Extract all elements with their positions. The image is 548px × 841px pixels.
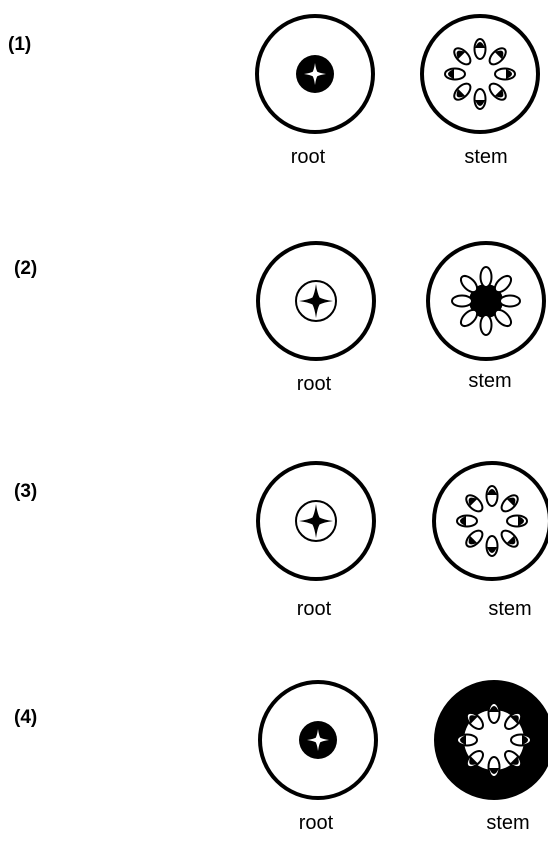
- stem-dark-center: [469, 284, 503, 318]
- stem-outer-boundary: [432, 461, 548, 581]
- root-xylem-star: [307, 729, 329, 751]
- bundle-outline: [479, 314, 493, 336]
- vascular-bundle: [488, 82, 507, 101]
- vascular-bundle: [510, 733, 532, 747]
- option-4-stem-label: stem: [486, 812, 530, 834]
- bundle-phloem: [510, 756, 519, 765]
- bundle-outline: [499, 294, 521, 308]
- bundle-phloem: [469, 715, 478, 724]
- option-2-root-section: [256, 241, 376, 361]
- bundle-phloem: [510, 715, 519, 724]
- option-2-root-label: root: [296, 373, 332, 395]
- bundle-phloem: [506, 535, 516, 545]
- vascular-bundle: [494, 67, 516, 81]
- bundle-phloem: [475, 42, 485, 48]
- vascular-bundle: [465, 494, 484, 513]
- bundle-phloem: [456, 50, 466, 60]
- option-4-root-label: root: [298, 812, 334, 834]
- option-2-number: (2): [14, 258, 38, 279]
- bundle-phloem: [460, 516, 466, 526]
- bundle-phloem: [489, 706, 499, 712]
- vascular-bundle: [453, 82, 472, 101]
- bundle-phloem: [522, 735, 528, 745]
- option-1-stem-label: stem: [464, 146, 508, 168]
- vascular-bundle: [485, 485, 499, 507]
- bundle-phloem: [460, 735, 466, 745]
- bundle-phloem: [468, 535, 478, 545]
- option-4-root-section: [258, 680, 378, 800]
- option-2-stem-section: [426, 241, 546, 361]
- bundle-phloem: [475, 100, 485, 106]
- bundle-phloem: [506, 69, 512, 79]
- bundle-phloem: [518, 516, 524, 526]
- option-2-stem-label: stem: [468, 370, 512, 392]
- stem-outer-boundary: [420, 14, 540, 134]
- vascular-bundle: [488, 47, 507, 66]
- vascular-bundle: [504, 711, 523, 730]
- bundle-phloem: [494, 50, 504, 60]
- vascular-bundle: [479, 314, 493, 336]
- vascular-bundle: [506, 514, 528, 528]
- vascular-bundle: [459, 274, 479, 294]
- option-1-number: (1): [8, 34, 32, 55]
- vascular-bundle: [485, 535, 499, 557]
- bundle-phloem: [487, 547, 497, 553]
- bundle-phloem: [506, 497, 516, 507]
- option-3-stem-label: stem: [488, 598, 532, 620]
- bundle-phloem: [469, 756, 478, 765]
- vascular-bundle: [479, 266, 493, 288]
- vascular-bundle: [456, 514, 478, 528]
- bundle-phloem: [489, 768, 499, 774]
- vascular-bundle: [487, 756, 501, 778]
- vascular-bundle: [499, 294, 521, 308]
- bundle-phloem: [487, 489, 497, 495]
- option-1-root-section: [255, 14, 375, 134]
- bundle-phloem: [468, 497, 478, 507]
- bundle-outline: [459, 308, 479, 328]
- bundle-phloem: [448, 69, 454, 79]
- option-1-root-label: root: [290, 146, 326, 168]
- option-4-number: (4): [14, 707, 38, 728]
- vascular-bundle: [473, 38, 487, 60]
- root-xylem-star: [299, 504, 333, 538]
- vascular-bundle: [500, 494, 519, 513]
- root-xylem-star: [299, 284, 333, 318]
- vascular-bundle: [444, 67, 466, 81]
- vascular-bundle: [456, 733, 478, 747]
- vascular-bundle: [453, 47, 472, 66]
- vascular-bundle: [451, 294, 473, 308]
- option-3-stem-section: [432, 461, 548, 581]
- bundle-phloem: [494, 88, 504, 98]
- vascular-bundle: [465, 529, 484, 548]
- vascular-bundle: [459, 308, 479, 328]
- vascular-bundle: [465, 711, 484, 730]
- bundle-phloem: [456, 88, 466, 98]
- vascular-bundle: [487, 702, 501, 724]
- option-3-number: (3): [14, 481, 38, 502]
- vascular-bundle: [500, 529, 519, 548]
- vascular-bundle: [473, 88, 487, 110]
- bundle-outline: [451, 294, 473, 308]
- option-3-root-label: root: [296, 598, 332, 620]
- option-4-stem-section: [434, 680, 548, 800]
- root-xylem-star: [304, 63, 326, 85]
- bundle-outline: [479, 266, 493, 288]
- option-1-stem-section: [420, 14, 540, 134]
- bundle-outline: [459, 274, 479, 294]
- option-3-root-section: [256, 461, 376, 581]
